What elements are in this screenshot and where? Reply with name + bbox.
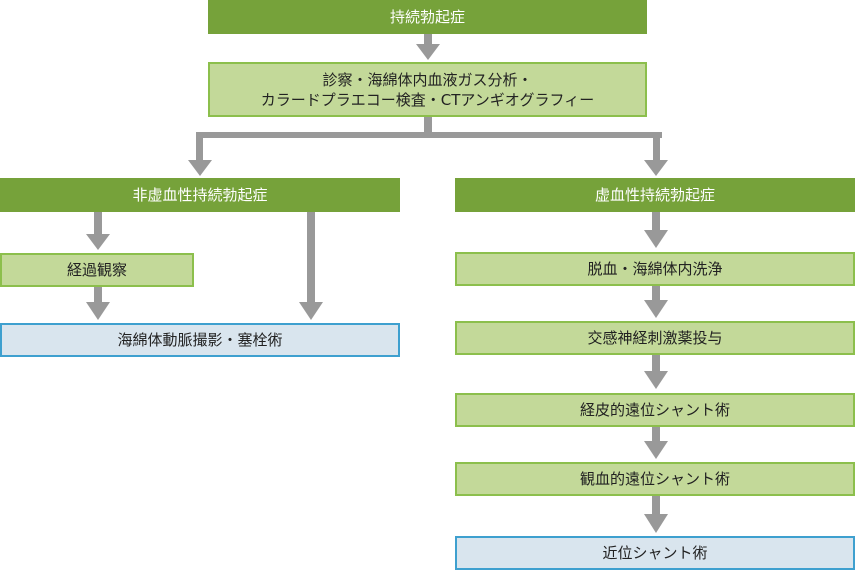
arrow-diagnosis-split	[188, 117, 668, 176]
arrow-percutaneous-to-open	[644, 427, 668, 459]
node-diagnosis-line2: カラードプラエコー検査・CTアンギオグラフィー	[260, 90, 595, 109]
node-sympathomimetic: 交感神経刺激薬投与	[455, 321, 855, 355]
node-proximal-shunt: 近位シャント術	[455, 536, 855, 570]
node-diagnosis: 診察・海綿体内血液ガス分析・ カラードプラエコー検査・CTアンギオグラフィー	[208, 62, 647, 117]
arrow-nonischemic-to-observation	[86, 212, 110, 250]
node-proximal-shunt-label: 近位シャント術	[602, 544, 708, 562]
node-embolization-label: 海綿体動脈撮影・塞栓術	[117, 331, 283, 349]
node-open-distal-shunt: 観血的遠位シャント術	[455, 462, 855, 496]
node-observation-label: 経過観察	[66, 261, 127, 279]
arrow-aspiration-to-sympathomimetic	[644, 286, 668, 318]
node-aspiration: 脱血・海綿体内洗浄	[455, 252, 855, 286]
node-root-label: 持続勃起症	[389, 8, 465, 26]
node-percutaneous-distal-shunt-label: 経皮的遠位シャント術	[579, 401, 730, 419]
arrow-root-to-diagnosis	[416, 34, 440, 60]
arrow-sympathomimetic-to-percutaneous	[644, 355, 668, 389]
node-ischemic-label: 虚血性持続勃起症	[594, 186, 715, 204]
node-embolization: 海綿体動脈撮影・塞栓術	[0, 323, 400, 357]
node-percutaneous-distal-shunt: 経皮的遠位シャント術	[455, 393, 855, 427]
arrow-observation-to-embolization	[86, 287, 110, 320]
node-ischemic: 虚血性持続勃起症	[455, 178, 855, 212]
node-nonischemic-label: 非虚血性持続勃起症	[132, 186, 268, 204]
node-diagnosis-line1: 診察・海綿体内血液ガス分析・	[322, 70, 533, 89]
node-observation: 経過観察	[0, 253, 194, 287]
node-nonischemic: 非虚血性持続勃起症	[0, 178, 400, 212]
node-sympathomimetic-label: 交感神経刺激薬投与	[587, 329, 723, 347]
node-aspiration-label: 脱血・海綿体内洗浄	[587, 260, 723, 278]
arrow-open-to-proximal	[644, 496, 668, 533]
node-open-distal-shunt-label: 観血的遠位シャント術	[579, 470, 730, 488]
arrow-ischemic-to-aspiration	[644, 212, 668, 248]
arrow-nonischemic-to-embolization	[299, 212, 323, 320]
node-root: 持続勃起症	[208, 0, 647, 34]
